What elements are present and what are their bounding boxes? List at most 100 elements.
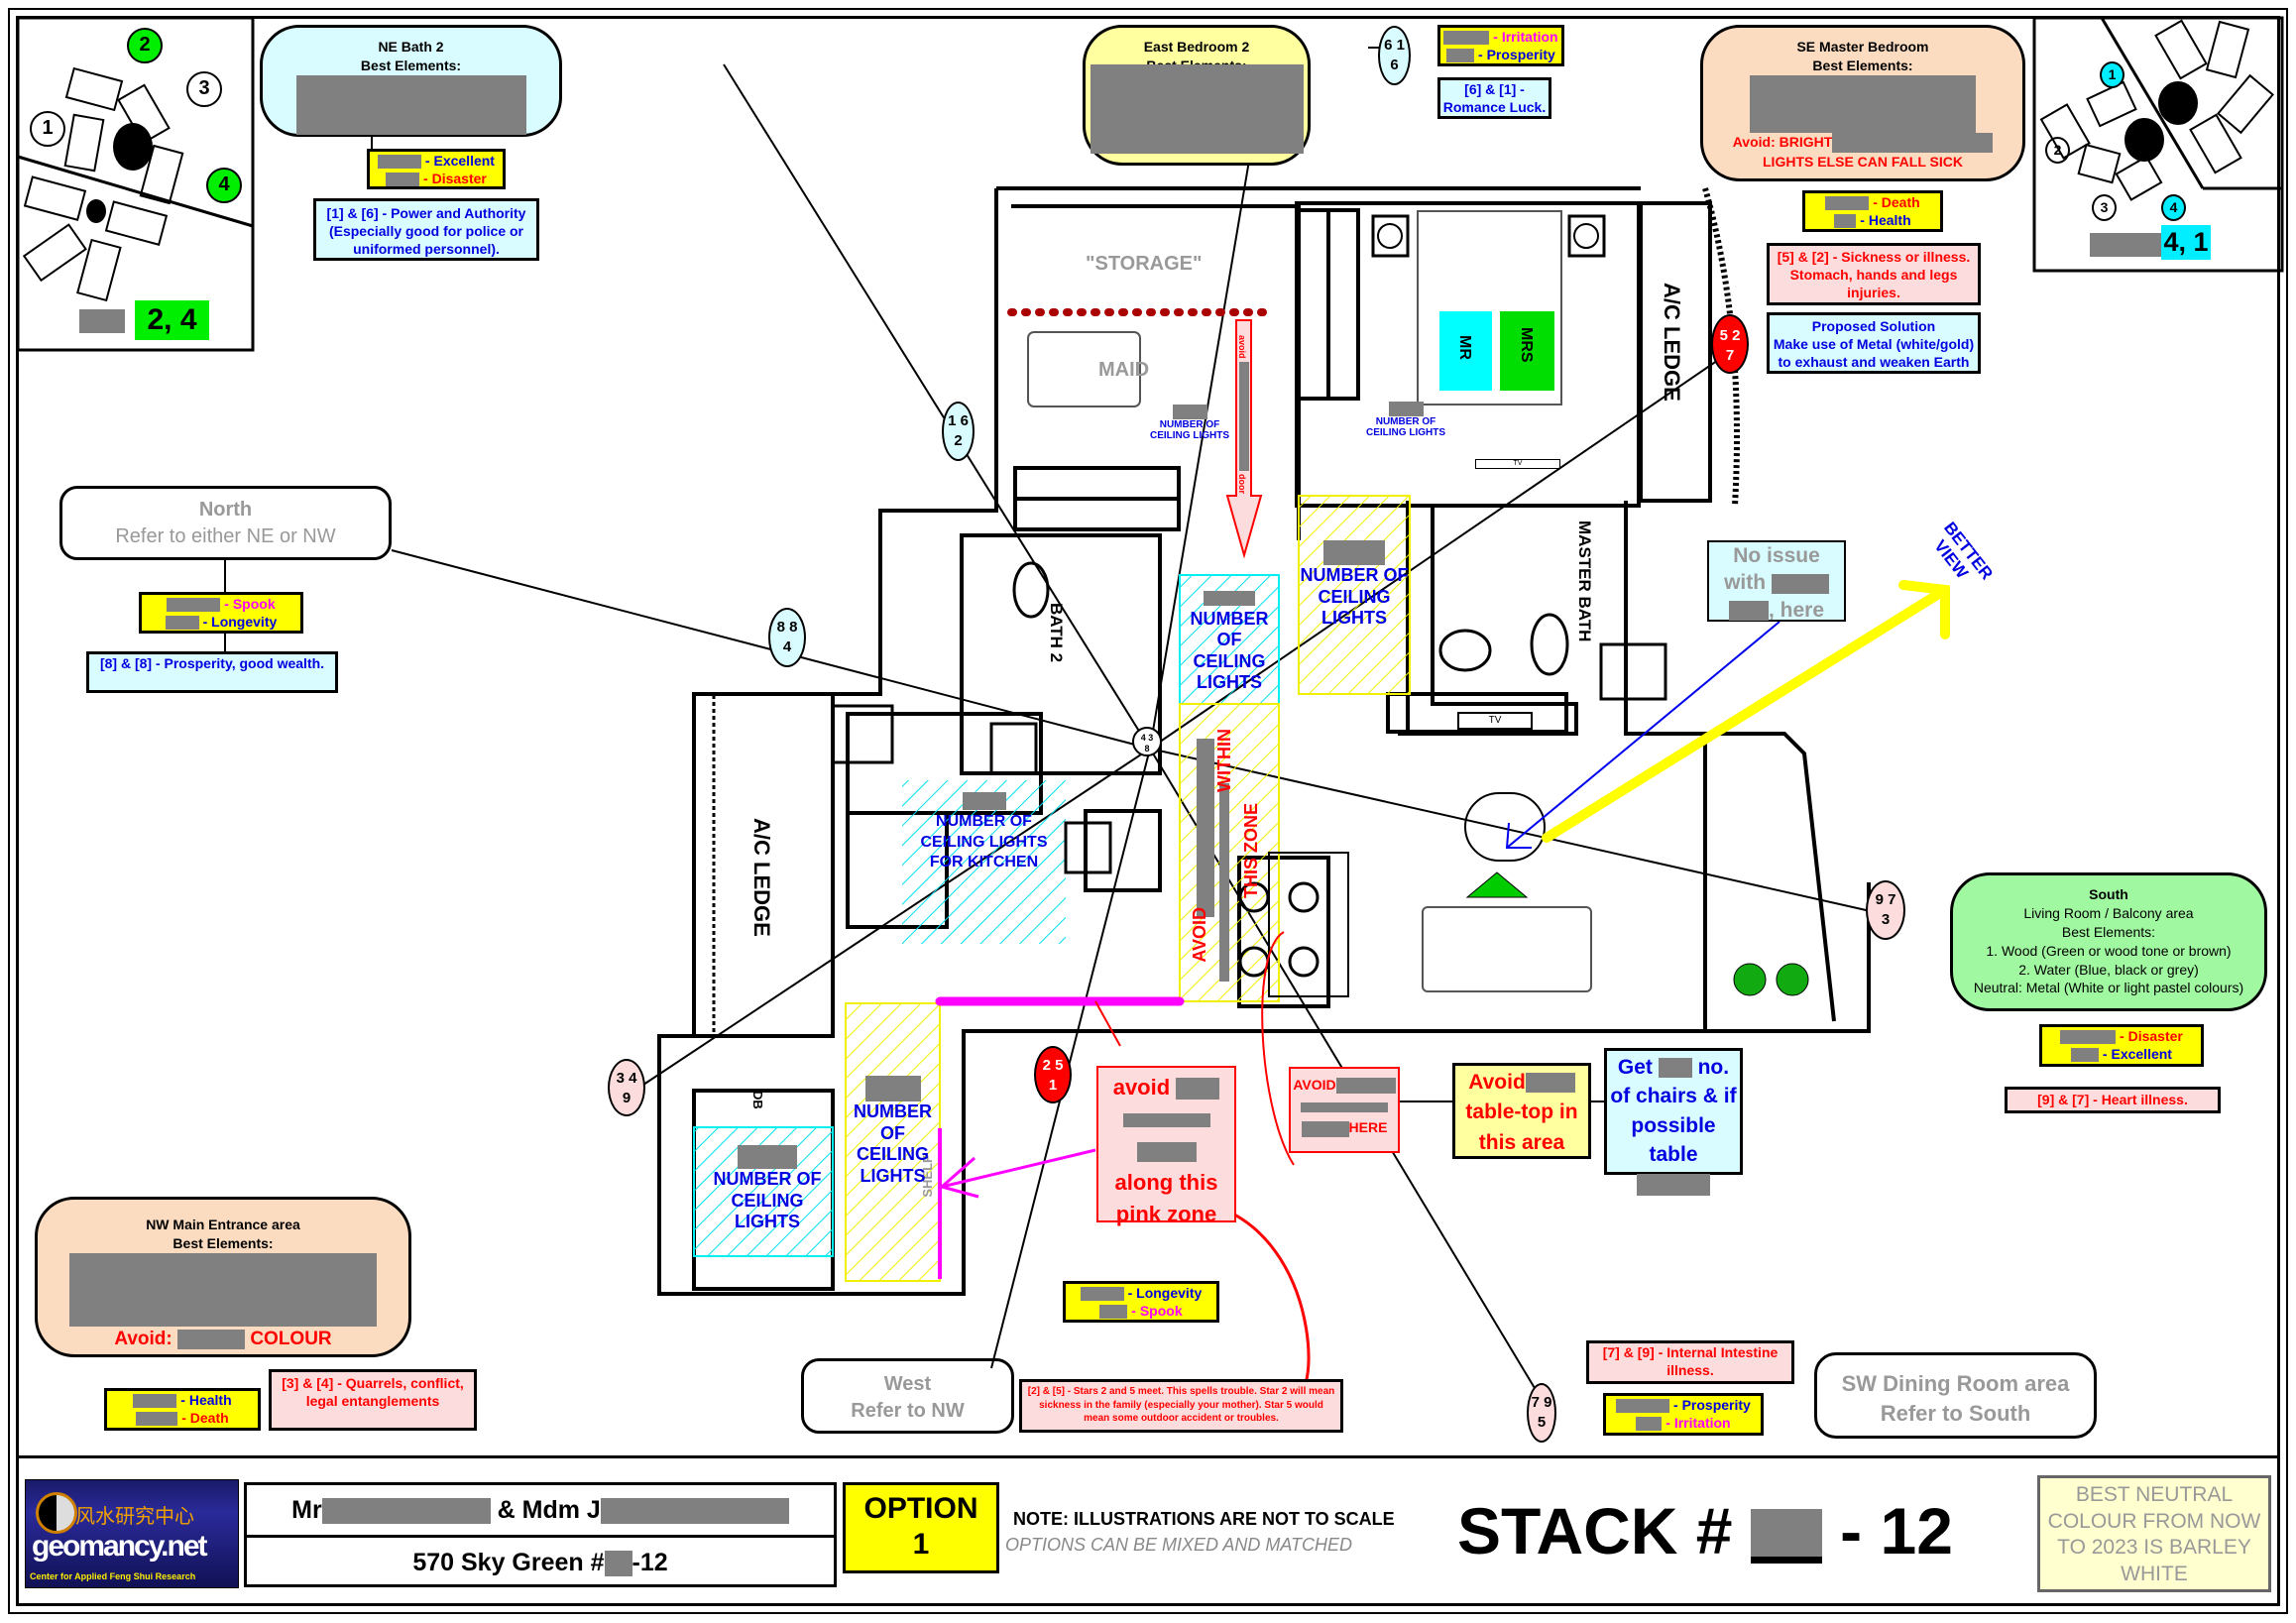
ne-bath-card: NE Bath 2 Best Elements: bbox=[260, 25, 562, 137]
star-effect: Disaster bbox=[2127, 1028, 2183, 1044]
east-bedroom-note: [6] & [1] - Romance Luck. bbox=[1437, 77, 1551, 119]
entrance-ceiling-lights: NUMBER OF CEILING LIGHTS bbox=[699, 1145, 836, 1233]
center-stars: - Longevity - Spook bbox=[1063, 1281, 1219, 1323]
mrs-label: MRS bbox=[1518, 327, 1535, 363]
address-prefix: 570 Sky Green # bbox=[412, 1549, 605, 1576]
star-effect: Spook bbox=[232, 596, 276, 612]
callout-line: AVOID bbox=[1293, 1077, 1336, 1093]
nw-entrance-title: NW Main Entrance area bbox=[146, 1217, 300, 1232]
neutral-colour-box: BEST NEUTRAL COLOUR FROM NOW TO 2023 IS … bbox=[2037, 1475, 2271, 1592]
chart-star-row: 5 bbox=[1537, 1414, 1547, 1431]
star-effect: Health bbox=[1868, 212, 1911, 229]
sw-dining-title: SW Dining Room area bbox=[1841, 1371, 2070, 1396]
logo-main: geomancy.net bbox=[32, 1530, 207, 1563]
chart-star-row: 7 9 bbox=[1531, 1394, 1552, 1411]
west-title: West bbox=[883, 1373, 932, 1395]
south-note: [9] & [7] - Heart illness. bbox=[2005, 1087, 2221, 1113]
master-bath-label: MASTER BATH bbox=[1575, 521, 1594, 642]
solution-body: Make use of Metal (white/gold) to exhaus… bbox=[1773, 336, 1975, 371]
compass-nw-number-2: 2 bbox=[127, 28, 163, 63]
callout-line: Avoid bbox=[1468, 1071, 1526, 1094]
nw-avoid-suffix: COLOUR bbox=[250, 1328, 332, 1349]
zone-shelf bbox=[845, 1002, 941, 1282]
star-effect: Death bbox=[1881, 194, 1920, 210]
callout-line: possible table bbox=[1631, 1113, 1716, 1167]
ceiling-lights-label: NUMBER OF CEILING LIGHTS bbox=[1190, 608, 1269, 693]
table-top-callout: Avoid table-top in this area bbox=[1452, 1063, 1591, 1159]
sw-dining-subtitle: Refer to South bbox=[1880, 1400, 2031, 1426]
star-effect: Longevity bbox=[211, 614, 278, 631]
star-effect: Irritation bbox=[1501, 29, 1558, 45]
compass-se-result: 4, 1 bbox=[2161, 225, 2211, 260]
compass-nw-number-1: 1 bbox=[30, 111, 65, 147]
redacted bbox=[295, 74, 526, 135]
compass-se-number-2: 2 bbox=[2045, 137, 2070, 164]
client-address: 570 Sky Green #-12 bbox=[247, 1538, 834, 1587]
logo-sub: Center for Applied Feng Shui Research bbox=[30, 1571, 196, 1581]
client-mr: Mr bbox=[291, 1496, 322, 1524]
nw-entrance-card: NW Main Entrance area Best Elements: Avo… bbox=[35, 1197, 411, 1357]
compass-nw-result: 2, 4 bbox=[135, 300, 209, 340]
east-bedroom-subtitle: Best Elements: bbox=[1086, 57, 1308, 64]
redacted bbox=[2090, 233, 2161, 257]
ac-ledge-label-east: A/C LEDGE bbox=[1660, 283, 1684, 402]
maid-ceiling-lights: NUMBER OF CEILING LIGHTS bbox=[1150, 405, 1229, 441]
chart-star-row: 6 bbox=[1390, 57, 1399, 73]
chart-star-row: 1 bbox=[1048, 1077, 1058, 1094]
ne-bath-subtitle: Best Elements: bbox=[360, 57, 462, 73]
compass-se-number-3: 3 bbox=[2092, 194, 2117, 221]
nw-entrance-stars: - Health - Death bbox=[104, 1388, 261, 1431]
pendant-callout: AVOID HERE bbox=[1289, 1067, 1400, 1153]
master-ceiling-lights: NUMBER OF CEILING LIGHTS bbox=[1366, 402, 1445, 438]
south-line: Best Elements: bbox=[2061, 923, 2156, 940]
star-effect: Prosperity bbox=[1681, 1397, 1751, 1413]
north-title: North bbox=[198, 499, 253, 521]
chart-star-row: 1 6 bbox=[948, 412, 969, 429]
client-mdm: & Mdm J bbox=[497, 1496, 601, 1524]
logo-yinyang-icon bbox=[36, 1492, 77, 1534]
db-label: DB bbox=[750, 1091, 765, 1109]
west-card: West Refer to NW bbox=[801, 1358, 1014, 1434]
tv-label-living: TV bbox=[1457, 712, 1533, 730]
south-line: Living Room / Balcony area bbox=[2023, 904, 2194, 921]
se-master-note: [5] & [2] - Sickness or illness. Stomach… bbox=[1767, 243, 1981, 305]
east-bedroom-card: East Bedroom 2 Best Elements: bbox=[1083, 25, 1311, 166]
sw-dining-stars: - Prosperity - Irritation bbox=[1603, 1393, 1764, 1436]
avoid-zone-this-zone: THIS ZONE bbox=[1241, 803, 1261, 899]
stack-prefix: STACK # bbox=[1457, 1494, 1733, 1567]
stack-suffix: - 12 bbox=[1840, 1494, 1953, 1567]
option-number: 1 bbox=[912, 1528, 930, 1561]
star-effect: Spook bbox=[1139, 1303, 1183, 1320]
se-master-avoid-suffix: LIGHTS ELSE CAN FALL SICK bbox=[1763, 154, 1963, 171]
solution-title: Proposed Solution bbox=[1811, 318, 1936, 334]
se-master-stars: - Death - Health bbox=[1802, 190, 1943, 232]
callout-line: HERE bbox=[1348, 1119, 1388, 1136]
sw-dining-card: SW Dining Room area Refer to South bbox=[1814, 1352, 2097, 1439]
stack-number: STACK # - 12 bbox=[1457, 1487, 1953, 1574]
footer-divider bbox=[16, 1455, 2280, 1458]
south-card: South Living Room / Balcony area Best El… bbox=[1950, 872, 2267, 1011]
nw-avoid: Avoid: bbox=[114, 1328, 172, 1349]
callout-line: no. bbox=[1697, 1056, 1730, 1079]
star-effect: Excellent bbox=[433, 153, 495, 169]
chart-star-row: 7 bbox=[1725, 347, 1735, 364]
south-line: Neutral: Metal (White or light pastel co… bbox=[1973, 980, 2244, 996]
maid-label: MAID bbox=[1098, 359, 1150, 381]
no-issue-line: No issue bbox=[1733, 544, 1820, 567]
chart-star-row: 4 3 bbox=[1140, 733, 1154, 743]
ceiling-lights-label: NUMBER OF CEILING LIGHTS bbox=[1300, 565, 1409, 629]
client-box: Mr & Mdm J 570 Sky Green #-12 bbox=[244, 1482, 837, 1587]
client-name: Mr & Mdm J bbox=[247, 1485, 834, 1538]
star-effect: Longevity bbox=[1136, 1285, 1203, 1301]
no-issue-line: , here bbox=[1768, 598, 1825, 622]
option-box: OPTION 1 bbox=[843, 1482, 999, 1573]
redacted bbox=[1090, 63, 1304, 154]
sw-dining-note: [7] & [9] - Internal Intestine illness. bbox=[1586, 1340, 1794, 1384]
east-bedroom-title: East Bedroom 2 bbox=[1143, 39, 1250, 55]
